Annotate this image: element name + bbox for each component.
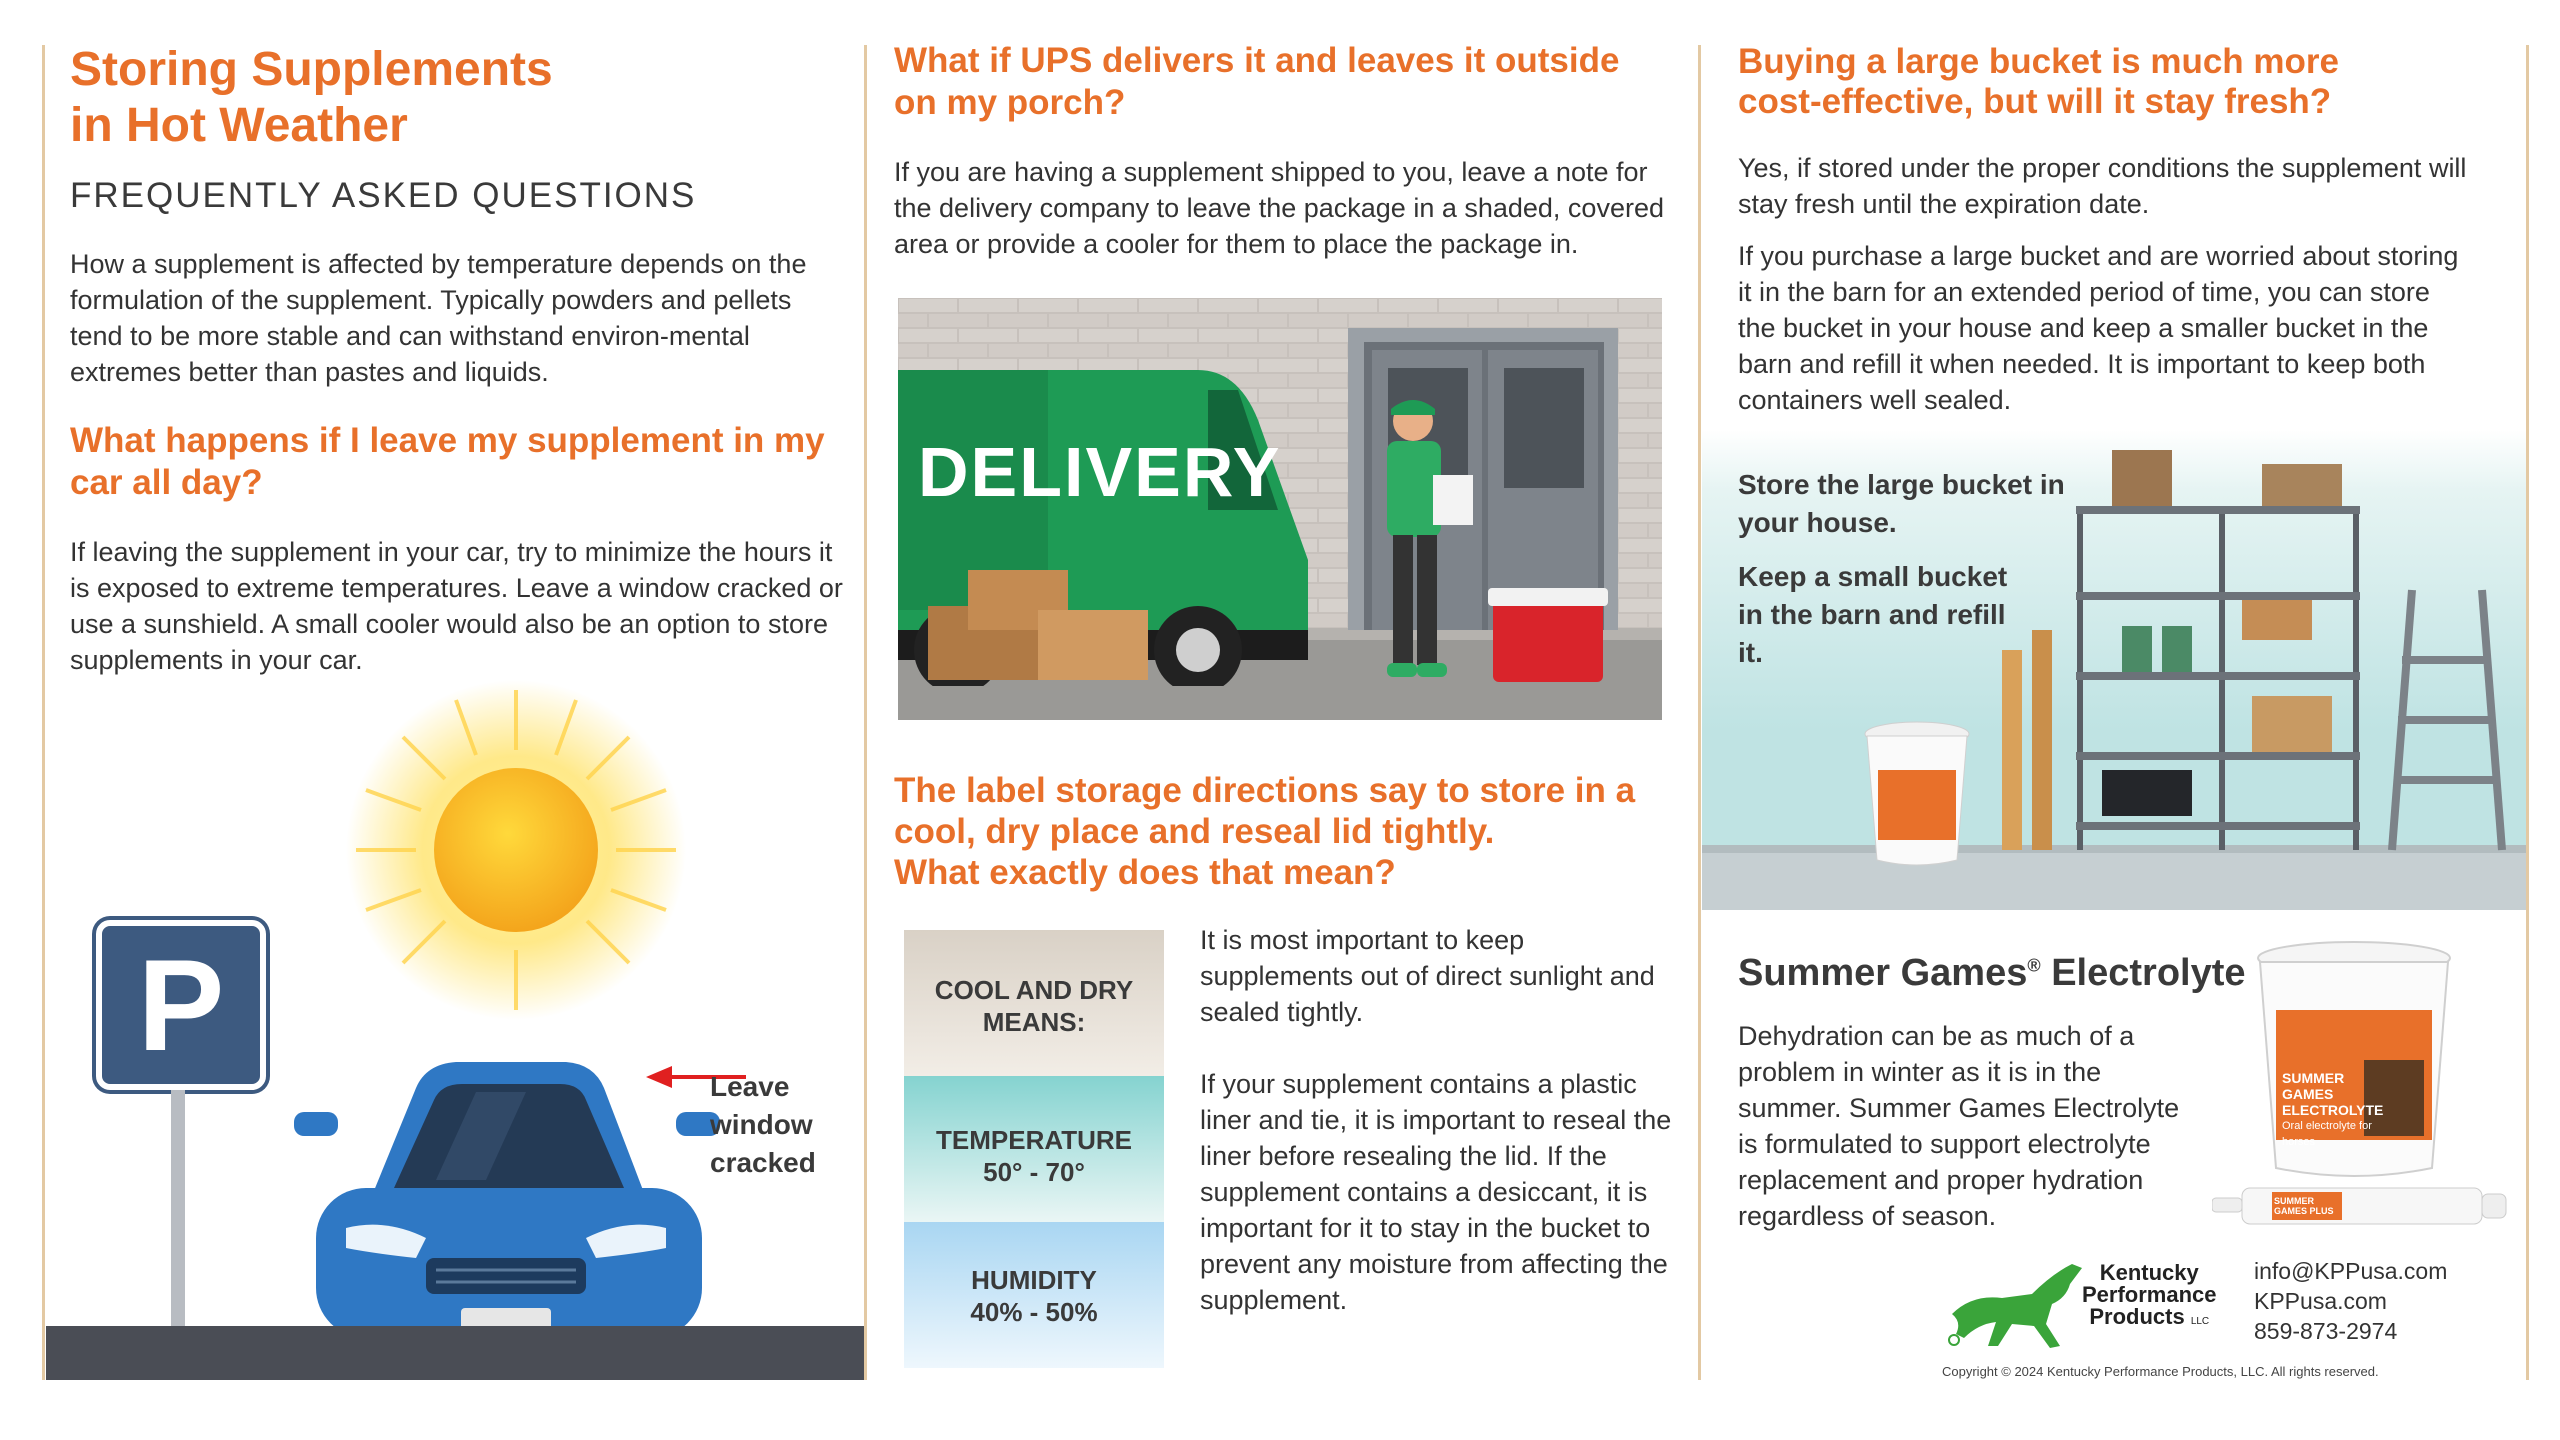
divider-left bbox=[42, 45, 45, 1380]
bucket-label-line-3: Oral electrolyte for horses bbox=[2282, 1120, 2372, 1148]
storage-box-cool-dry-line-2: MEANS: bbox=[982, 1007, 1086, 1037]
road bbox=[46, 1326, 864, 1380]
faq-subtitle: FREQUENTLY ASKED QUESTIONS bbox=[70, 176, 697, 215]
question-porch-heading: What if UPS delivers it and leaves it ou… bbox=[894, 41, 1620, 122]
window-label-line-3: cracked bbox=[710, 1147, 816, 1178]
product-title: Summer Games® Electrolyte bbox=[1738, 952, 2246, 995]
copyright: Copyright © 2024 Kentucky Performance Pr… bbox=[1942, 1364, 2379, 1379]
storage-box-temperature: TEMPERATURE 50° - 70° bbox=[904, 1076, 1164, 1222]
question-bucket-heading-line-1: Buying a large bucket is much more bbox=[1738, 42, 2339, 81]
page-title: Storing Supplements in Hot Weather bbox=[70, 42, 553, 154]
humidity-range: 40% - 50% bbox=[970, 1297, 1098, 1327]
question-bucket-heading: Buying a large bucket is much more cost-… bbox=[1738, 42, 2498, 122]
storage-box-cool-dry-line-1: COOL AND DRY bbox=[934, 975, 1134, 1005]
sun-icon bbox=[346, 680, 686, 1020]
bucket-answer-p1: Yes, if stored under the proper conditio… bbox=[1738, 153, 2467, 219]
question-label-heading-line-3: What exactly does that mean? bbox=[894, 853, 1396, 892]
tube-label: SUMMER GAMES PLUS bbox=[2274, 1196, 2334, 1216]
page-title-line-1: Storing Supplements bbox=[70, 43, 553, 96]
large-bucket-icon bbox=[2254, 940, 2454, 1180]
intro-paragraph: How a supplement is affected by temperat… bbox=[70, 249, 807, 387]
divider-right bbox=[2526, 45, 2529, 1380]
parking-sign: P bbox=[96, 920, 266, 1090]
storage-answer-p1: It is most important to keep supplements… bbox=[1200, 925, 1655, 1027]
bucket-answer-p2: If you purchase a large bucket and are w… bbox=[1738, 241, 2459, 415]
product-title-name-2: Electrolyte bbox=[2051, 952, 2246, 994]
parking-letter: P bbox=[137, 932, 225, 1078]
contact-website[interactable]: KPPusa.com bbox=[2254, 1288, 2387, 1314]
divider-mid-1 bbox=[864, 45, 867, 1380]
kpp-horse-logo-icon bbox=[1942, 1254, 2092, 1354]
logo-llc: LLC bbox=[2190, 1316, 2210, 1327]
temperature-range: 50° - 70° bbox=[983, 1157, 1085, 1187]
garage-text-1: Store the large bucket in your house. bbox=[1738, 469, 2065, 538]
package-boxes bbox=[928, 570, 1148, 680]
column-2: What if UPS delivers it and leaves it ou… bbox=[868, 0, 1698, 1380]
contact-info: info@KPPusa.com KPPusa.com 859-873-2974 bbox=[2254, 1256, 2447, 1346]
registered-mark: ® bbox=[2027, 955, 2041, 976]
garage-illustration bbox=[1702, 430, 2526, 910]
storage-answer-p2: If your supplement contains a plastic li… bbox=[1200, 1069, 1672, 1315]
illustration-caption: Minimize the hours a supplement is expos… bbox=[96, 732, 396, 876]
window-cracked-label: Leave window cracked bbox=[710, 1068, 816, 1182]
question-label-heading-line-2: cool, dry place and reseal lid tightly. bbox=[894, 812, 1495, 851]
logo-line-1: Kentucky bbox=[2099, 1260, 2199, 1285]
bucket-label-line-2: ELECTROLYTE bbox=[2282, 1102, 2384, 1118]
question-porch-answer: If you are having a supplement shipped t… bbox=[894, 157, 1664, 259]
column-1: Storing Supplements in Hot Weather FREQU… bbox=[46, 0, 864, 1380]
temperature-label: TEMPERATURE bbox=[936, 1125, 1132, 1155]
storage-box-cool-dry: COOL AND DRY MEANS: bbox=[904, 930, 1164, 1076]
van-label: DELIVERY bbox=[918, 433, 1282, 511]
divider-mid-2 bbox=[1698, 45, 1701, 1380]
window-label-line-2: window bbox=[710, 1109, 813, 1140]
delivery-person-icon bbox=[1363, 395, 1473, 695]
contact-email[interactable]: info@KPPusa.com bbox=[2254, 1258, 2448, 1284]
contact-phone: 859-873-2974 bbox=[2254, 1318, 2398, 1344]
question-car-answer: If leaving the supplement in your car, t… bbox=[70, 537, 843, 675]
question-label-heading: The label storage directions say to stor… bbox=[894, 770, 1694, 893]
logo-line-3: Products LLC bbox=[2082, 1306, 2217, 1333]
humidity-label: HUMIDITY bbox=[971, 1265, 1097, 1295]
storage-box-humidity: HUMIDITY 40% - 50% bbox=[904, 1222, 1164, 1368]
product-description: Dehydration can be as much of a problem … bbox=[1738, 1021, 2180, 1231]
small-bucket-icon bbox=[1862, 720, 1972, 870]
product-title-name: Summer Games bbox=[1738, 952, 2028, 994]
logo-line-3-name: Products bbox=[2089, 1304, 2185, 1329]
window-arrow-icon bbox=[646, 1062, 746, 1092]
kpp-logo-text: Kentucky Performance Products LLC bbox=[2082, 1262, 2217, 1333]
bucket-label: SUMMER GAMES ELECTROLYTE Oral electrolyt… bbox=[2282, 1070, 2392, 1150]
window-label-line-1: Leave bbox=[710, 1071, 790, 1102]
question-car-heading: What happens if I leave my supplement in… bbox=[70, 421, 825, 502]
parking-sign-pole bbox=[171, 1090, 185, 1380]
garage-text-2: Keep a small bucket in the barn and refi… bbox=[1738, 561, 2008, 668]
logo-line-2: Performance bbox=[2082, 1282, 2217, 1307]
question-label-heading-line-1: The label storage directions say to stor… bbox=[894, 771, 1636, 810]
page-title-line-2: in Hot Weather bbox=[70, 99, 408, 152]
bucket-label-line-1: SUMMER GAMES bbox=[2282, 1070, 2345, 1102]
column-3: Buying a large bucket is much more cost-… bbox=[1702, 0, 2526, 1380]
paste-tube-icon bbox=[2211, 1182, 2512, 1232]
question-bucket-heading-line-2: cost-effective, but will it stay fresh? bbox=[1738, 82, 2332, 121]
